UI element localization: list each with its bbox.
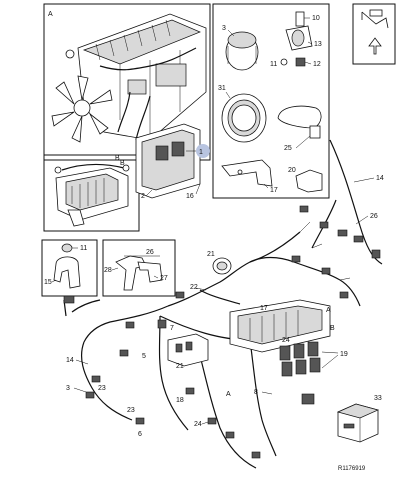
engine-overview-frame [43, 3, 211, 161]
callout-5: 3 [66, 385, 70, 392]
callout-b-detail: B [120, 160, 125, 167]
main-wiring-harness [63, 139, 383, 469]
cap-part-3 [225, 31, 259, 71]
grommet-part-22 [212, 257, 232, 275]
orientation-frame [352, 3, 396, 65]
callout-a-harness: A [326, 307, 331, 314]
bracket-part-20 [295, 169, 323, 193]
callout-7: 10 [312, 15, 320, 22]
engine-illustration [65, 13, 207, 141]
callout-27: 25 [284, 145, 292, 152]
callout-4: 5 [142, 353, 146, 360]
ring-part-32 [221, 93, 267, 143]
callout-19: 18 [176, 397, 184, 404]
callout-20: 20 [288, 167, 296, 174]
orientation-arrow-icon [361, 9, 389, 55]
callout-30: 27 [160, 275, 168, 282]
callout-34: 33 [374, 395, 382, 402]
callout-b-overview: B [115, 155, 120, 162]
callout-23: 22 [190, 284, 198, 291]
callout-14: 15 [44, 279, 52, 286]
callout-15: 16 [186, 193, 194, 200]
clamp-part-12-14 [53, 243, 81, 289]
ecu-detail-illustration [54, 163, 130, 227]
callout-28: 26 [370, 213, 378, 220]
harness-connectors [63, 205, 381, 459]
callout-12-top: 11 [270, 61, 277, 68]
callout-6: 6 [138, 431, 142, 438]
engine-control-unit [135, 123, 201, 199]
callout-11: 7 [170, 325, 174, 332]
bracket-part-29-31 [115, 255, 163, 291]
callout-29: 26 [146, 249, 154, 256]
callout-16: 17 [260, 305, 268, 312]
callout-8: 12 [313, 61, 321, 68]
sensor-bracket-part-7-9 [285, 11, 313, 51]
highlight-marker [196, 144, 210, 158]
bracket-part-17 [221, 159, 273, 187]
cable-tie-part-27 [277, 105, 322, 139]
components-frame [212, 3, 330, 199]
callout-32: 31 [218, 85, 226, 92]
callout-26: 24 [282, 337, 290, 344]
callout-b-harness: B [330, 325, 335, 332]
callout-22: 21 [207, 251, 215, 258]
nut-part-8 [295, 57, 306, 67]
callout-12: 11 [80, 245, 87, 252]
callout-25-left: 23 [98, 385, 106, 392]
callout-3: 3 [222, 25, 226, 32]
callout-24: 24 [194, 421, 202, 428]
callout-9: 13 [314, 41, 322, 48]
callout-10: 8 [254, 389, 258, 396]
reference-code: R1176919 [338, 466, 366, 472]
callout-17: 17 [270, 187, 278, 194]
callout-1: 1 [199, 149, 203, 156]
fuse-block-part-21 [167, 333, 209, 367]
callout-21: 21 [176, 363, 184, 370]
cooling-fan [51, 75, 113, 143]
callout-13-right: 14 [376, 175, 384, 182]
parts-kit-box-34 [336, 403, 380, 443]
callout-13-left: 14 [66, 357, 74, 364]
callout-2: 2 [141, 193, 145, 200]
callout-a-bottom: A [226, 391, 231, 398]
relay-block-part-18 [279, 341, 321, 377]
callout-a-overview: A [48, 11, 53, 18]
callout-18: 19 [340, 351, 348, 358]
washer-part-12 [280, 58, 288, 66]
callout-25-bottom: 23 [127, 407, 135, 414]
callout-31: 28 [104, 267, 112, 274]
junction-box-part-16 [229, 299, 331, 353]
bracket-frame-29-31 [102, 239, 176, 297]
